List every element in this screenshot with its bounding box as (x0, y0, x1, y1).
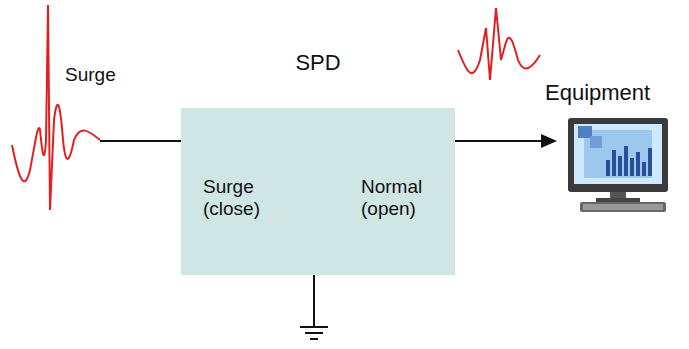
equipment-label: Equipment (545, 80, 650, 105)
ground-symbol (300, 326, 328, 328)
clamped-waveform (458, 8, 540, 80)
computer-icon (568, 118, 668, 212)
surge-label: Surge (65, 64, 116, 86)
ground-symbol (310, 338, 318, 340)
ground-symbol (305, 332, 323, 334)
arrow-head (541, 134, 557, 148)
spd-housing (181, 108, 455, 275)
state-label: Surge (close) (203, 176, 307, 220)
state-label: Normal (open) (361, 176, 449, 220)
device-title: SPD (258, 50, 378, 75)
surge-waveform (12, 5, 100, 210)
spd-box: SPDSurge (close)Normal (open) (181, 108, 455, 275)
